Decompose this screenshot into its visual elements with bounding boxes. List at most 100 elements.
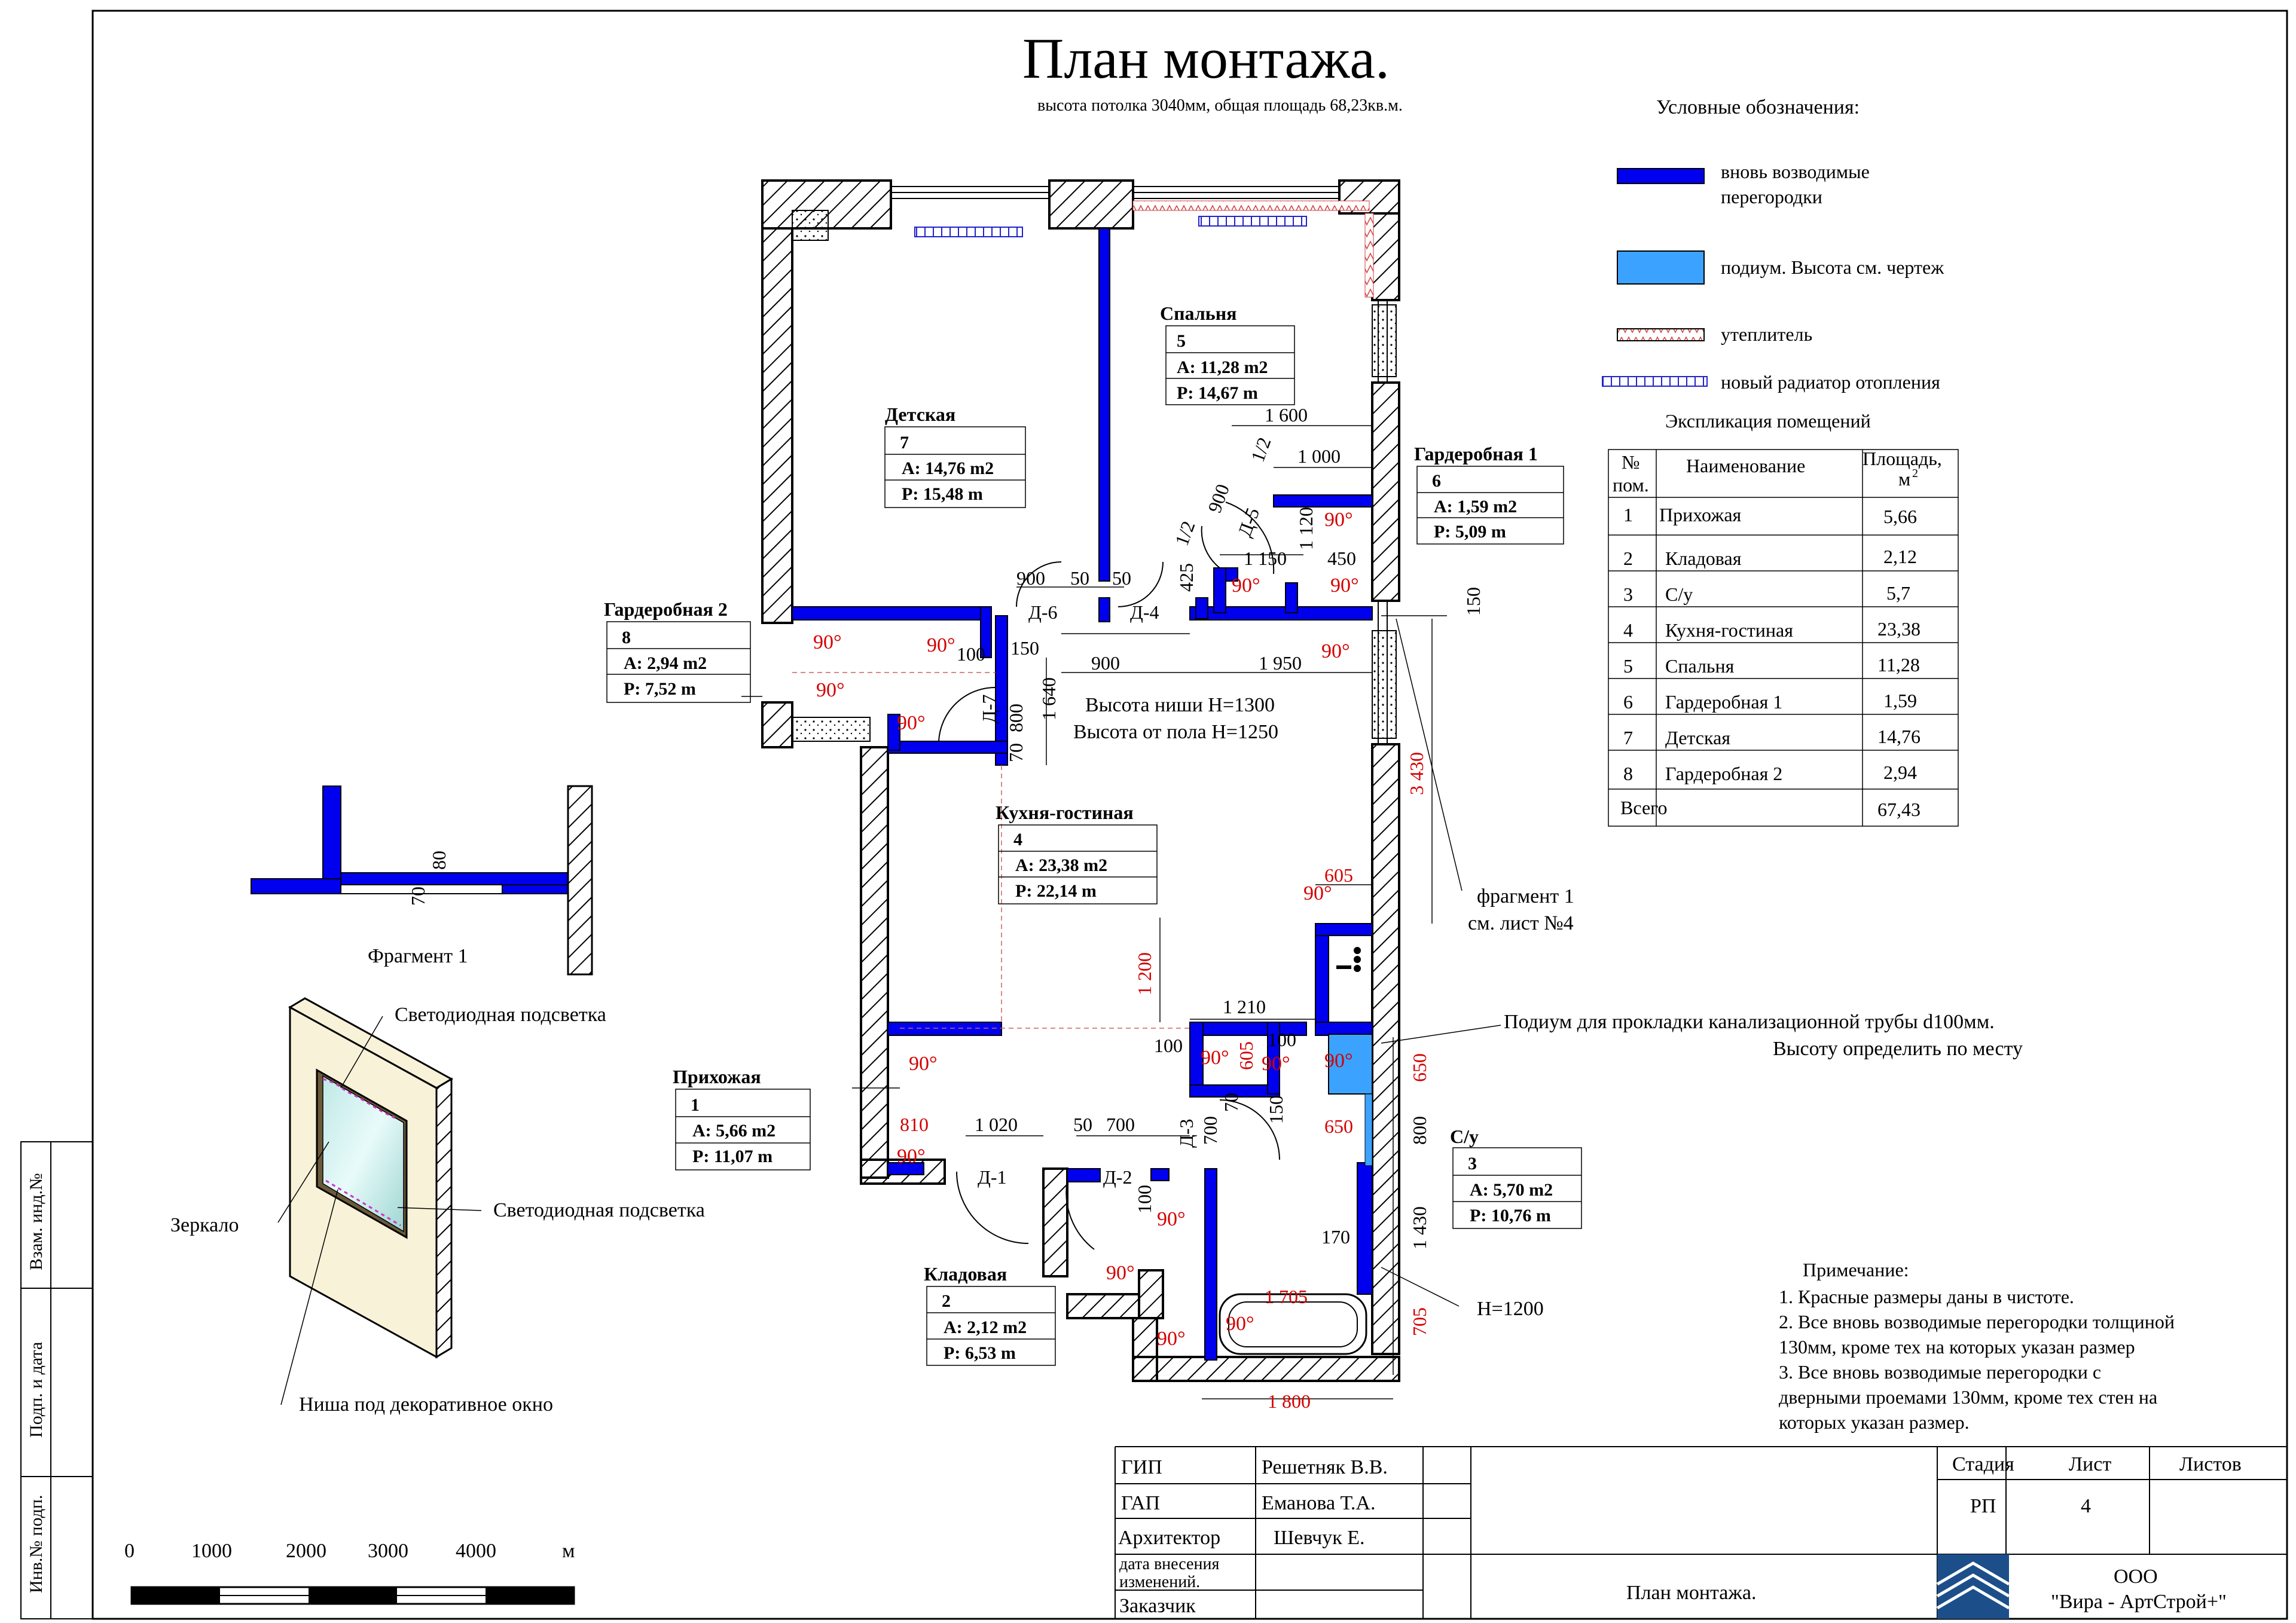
svg-text:90°: 90° bbox=[1226, 1313, 1254, 1335]
svg-text:Спальня: Спальня bbox=[1160, 302, 1236, 324]
side-stamp-label-1: Взам. инд.№ bbox=[26, 1173, 46, 1270]
svg-text:м: м bbox=[562, 1540, 575, 1562]
svg-text:11,28: 11,28 bbox=[1877, 654, 1920, 676]
svg-text:A: 11,28 m2: A: 11,28 m2 bbox=[1177, 357, 1268, 377]
svg-text:A: 2,12 m2: A: 2,12 m2 bbox=[944, 1318, 1027, 1337]
svg-text:650: 650 bbox=[1409, 1053, 1430, 1082]
svg-text:"Вира - АртСтрой+": "Вира - АртСтрой+" bbox=[2051, 1591, 2227, 1613]
svg-text:1 705: 1 705 bbox=[1265, 1286, 1308, 1307]
svg-text:Листов: Листов bbox=[2179, 1453, 2242, 1475]
insulation-right bbox=[1364, 213, 1374, 298]
svg-text:3. Все вновь возводимые перего: 3. Все вновь возводимые перегородки с bbox=[1779, 1361, 2101, 1383]
svg-text:дверными проемами 130мм, кроме: дверными проемами 130мм, кроме тех стен … bbox=[1779, 1386, 2157, 1408]
svg-text:Кладовая: Кладовая bbox=[924, 1263, 1007, 1285]
svg-text:Д-5: Д-5 bbox=[1234, 505, 1263, 540]
svg-text:С/у: С/у bbox=[1665, 583, 1693, 605]
svg-text:1 020: 1 020 bbox=[975, 1114, 1018, 1135]
svg-text:1,59: 1,59 bbox=[1883, 690, 1917, 711]
svg-text:ООО: ООО bbox=[2114, 1566, 2158, 1588]
svg-text:№: № bbox=[1622, 451, 1640, 473]
svg-text:90°: 90° bbox=[1232, 574, 1260, 597]
svg-text:3: 3 bbox=[1623, 583, 1633, 605]
svg-text:A: 5,66 m2: A: 5,66 m2 bbox=[692, 1121, 775, 1141]
svg-text:605: 605 bbox=[1324, 864, 1353, 886]
door-swings bbox=[938, 502, 1280, 1250]
svg-text:ГИП: ГИП bbox=[1121, 1456, 1162, 1478]
svg-text:1/2: 1/2 bbox=[1247, 435, 1275, 465]
svg-text:90°: 90° bbox=[1157, 1328, 1186, 1350]
insulation bbox=[792, 210, 1397, 742]
svg-text:1 210: 1 210 bbox=[1223, 996, 1266, 1017]
page-subtitle: высота потолка 3040мм, общая площадь 68,… bbox=[1037, 96, 1403, 115]
svg-text:1/2: 1/2 bbox=[1171, 518, 1199, 549]
led-label-top: Светодиодная подсветка bbox=[395, 1004, 606, 1026]
niche-window-label: Ниша под декоративное окно bbox=[299, 1393, 553, 1416]
svg-text:100: 100 bbox=[1268, 1029, 1296, 1050]
svg-text:1 000: 1 000 bbox=[1297, 445, 1341, 467]
svg-text:1 150: 1 150 bbox=[1244, 548, 1287, 569]
svg-text:P: 7,52 m: P: 7,52 m bbox=[624, 679, 696, 699]
svg-text:100: 100 bbox=[1154, 1035, 1183, 1056]
svg-text:A: 14,76 m2: A: 14,76 m2 bbox=[902, 459, 994, 478]
svg-text:Гардеробная 1: Гардеробная 1 bbox=[1665, 691, 1782, 713]
svg-text:Заказчик: Заказчик bbox=[1119, 1595, 1196, 1617]
page-title: План монтажа. bbox=[1022, 26, 1390, 90]
dimension-texts: 1 600 1 000 900 1/2 Д-5 1/2 1 120 1 150 … bbox=[900, 404, 1484, 1412]
svg-text:Д-1: Д-1 bbox=[978, 1166, 1006, 1188]
svg-text:100: 100 bbox=[1134, 1185, 1155, 1214]
svg-text:Гардеробная 1: Гардеробная 1 bbox=[1414, 443, 1538, 464]
svg-text:1000: 1000 bbox=[191, 1540, 232, 1562]
niche-floor-note: Высота от пола Н=1250 bbox=[1073, 721, 1278, 743]
room-label-su: С/у 3 A: 5,70 m2 P: 10,76 m bbox=[1450, 1126, 1582, 1229]
svg-text:A: 5,70 m2: A: 5,70 m2 bbox=[1470, 1180, 1553, 1200]
svg-text:м: м bbox=[1898, 468, 1910, 490]
svg-text:90°: 90° bbox=[1324, 1050, 1353, 1072]
svg-text:Д-2: Д-2 bbox=[1103, 1166, 1132, 1188]
svg-text:План монтажа.: План монтажа. bbox=[1626, 1582, 1756, 1604]
svg-text:0: 0 bbox=[124, 1540, 135, 1562]
svg-text:2,94: 2,94 bbox=[1883, 762, 1917, 783]
room-label-kladovaya: Кладовая 2 A: 2,12 m2 P: 6,53 m bbox=[924, 1263, 1056, 1366]
niche-height-note: Высота ниши Н=1300 bbox=[1085, 694, 1275, 716]
svg-text:5,66: 5,66 bbox=[1883, 506, 1917, 527]
svg-text:2,12: 2,12 bbox=[1883, 546, 1917, 567]
svg-text:1 120: 1 120 bbox=[1295, 507, 1317, 550]
svg-text:Гардеробная 2: Гардеробная 2 bbox=[1665, 763, 1782, 784]
svg-text:70: 70 bbox=[1220, 1093, 1242, 1112]
svg-text:подиум. Высота см. чертеж: подиум. Высота см. чертеж bbox=[1721, 256, 1944, 278]
svg-text:90°: 90° bbox=[1330, 574, 1359, 597]
room-label-garderobnaya-1: Гардеробная 1 6 A: 1,59 m2 P: 5,09 m bbox=[1414, 443, 1564, 545]
svg-text:3: 3 bbox=[1468, 1154, 1477, 1173]
dashed-guides bbox=[792, 672, 1190, 1029]
company-logo bbox=[1936, 1554, 2010, 1619]
svg-text:дата внесения: дата внесения bbox=[1119, 1555, 1219, 1573]
svg-text:Шевчук Е.: Шевчук Е. bbox=[1274, 1527, 1365, 1549]
legend-title: Условные обозначения: bbox=[1656, 96, 1860, 118]
svg-text:90°: 90° bbox=[927, 634, 955, 656]
svg-text:Лист: Лист bbox=[2069, 1453, 2111, 1475]
svg-text:14,76: 14,76 bbox=[1877, 726, 1921, 747]
svg-text:Еманова Т.А.: Еманова Т.А. bbox=[1262, 1492, 1375, 1514]
svg-text:Всего: Всего bbox=[1620, 797, 1667, 818]
svg-text:90°: 90° bbox=[816, 679, 845, 701]
svg-text:6: 6 bbox=[1623, 691, 1633, 713]
dimension-lines bbox=[852, 425, 1447, 1399]
podium-note-1: Подиум для прокладки канализационной тру… bbox=[1504, 1011, 1995, 1033]
svg-text:1 800: 1 800 bbox=[1268, 1390, 1311, 1412]
svg-text:С/у: С/у bbox=[1450, 1126, 1479, 1147]
svg-text:90°: 90° bbox=[1201, 1047, 1229, 1069]
svg-text:A: 2,94 m2: A: 2,94 m2 bbox=[624, 653, 707, 673]
svg-text:которых указан размер.: которых указан размер. bbox=[1779, 1411, 1970, 1433]
svg-text:800: 800 bbox=[1409, 1116, 1430, 1145]
svg-text:Гардеробная 2: Гардеробная 2 bbox=[604, 598, 728, 620]
radiator-detskaya bbox=[914, 227, 1023, 237]
svg-text:2: 2 bbox=[1623, 548, 1633, 569]
svg-text:P: 11,07 m: P: 11,07 m bbox=[692, 1147, 773, 1166]
svg-text:вновь возводимые: вновь возводимые bbox=[1721, 161, 1870, 182]
svg-text:P: 10,76 m: P: 10,76 m bbox=[1470, 1206, 1551, 1225]
svg-text:Кухня-гостиная: Кухня-гостиная bbox=[996, 802, 1134, 823]
room-label-garderobnaya-2: Гардеробная 2 8 A: 2,94 m2 P: 7,52 m bbox=[604, 598, 751, 703]
fragment-ref-2: см. лист №4 bbox=[1468, 912, 1574, 934]
side-stamp bbox=[20, 1141, 93, 1619]
svg-text:пом.: пом. bbox=[1613, 474, 1649, 496]
